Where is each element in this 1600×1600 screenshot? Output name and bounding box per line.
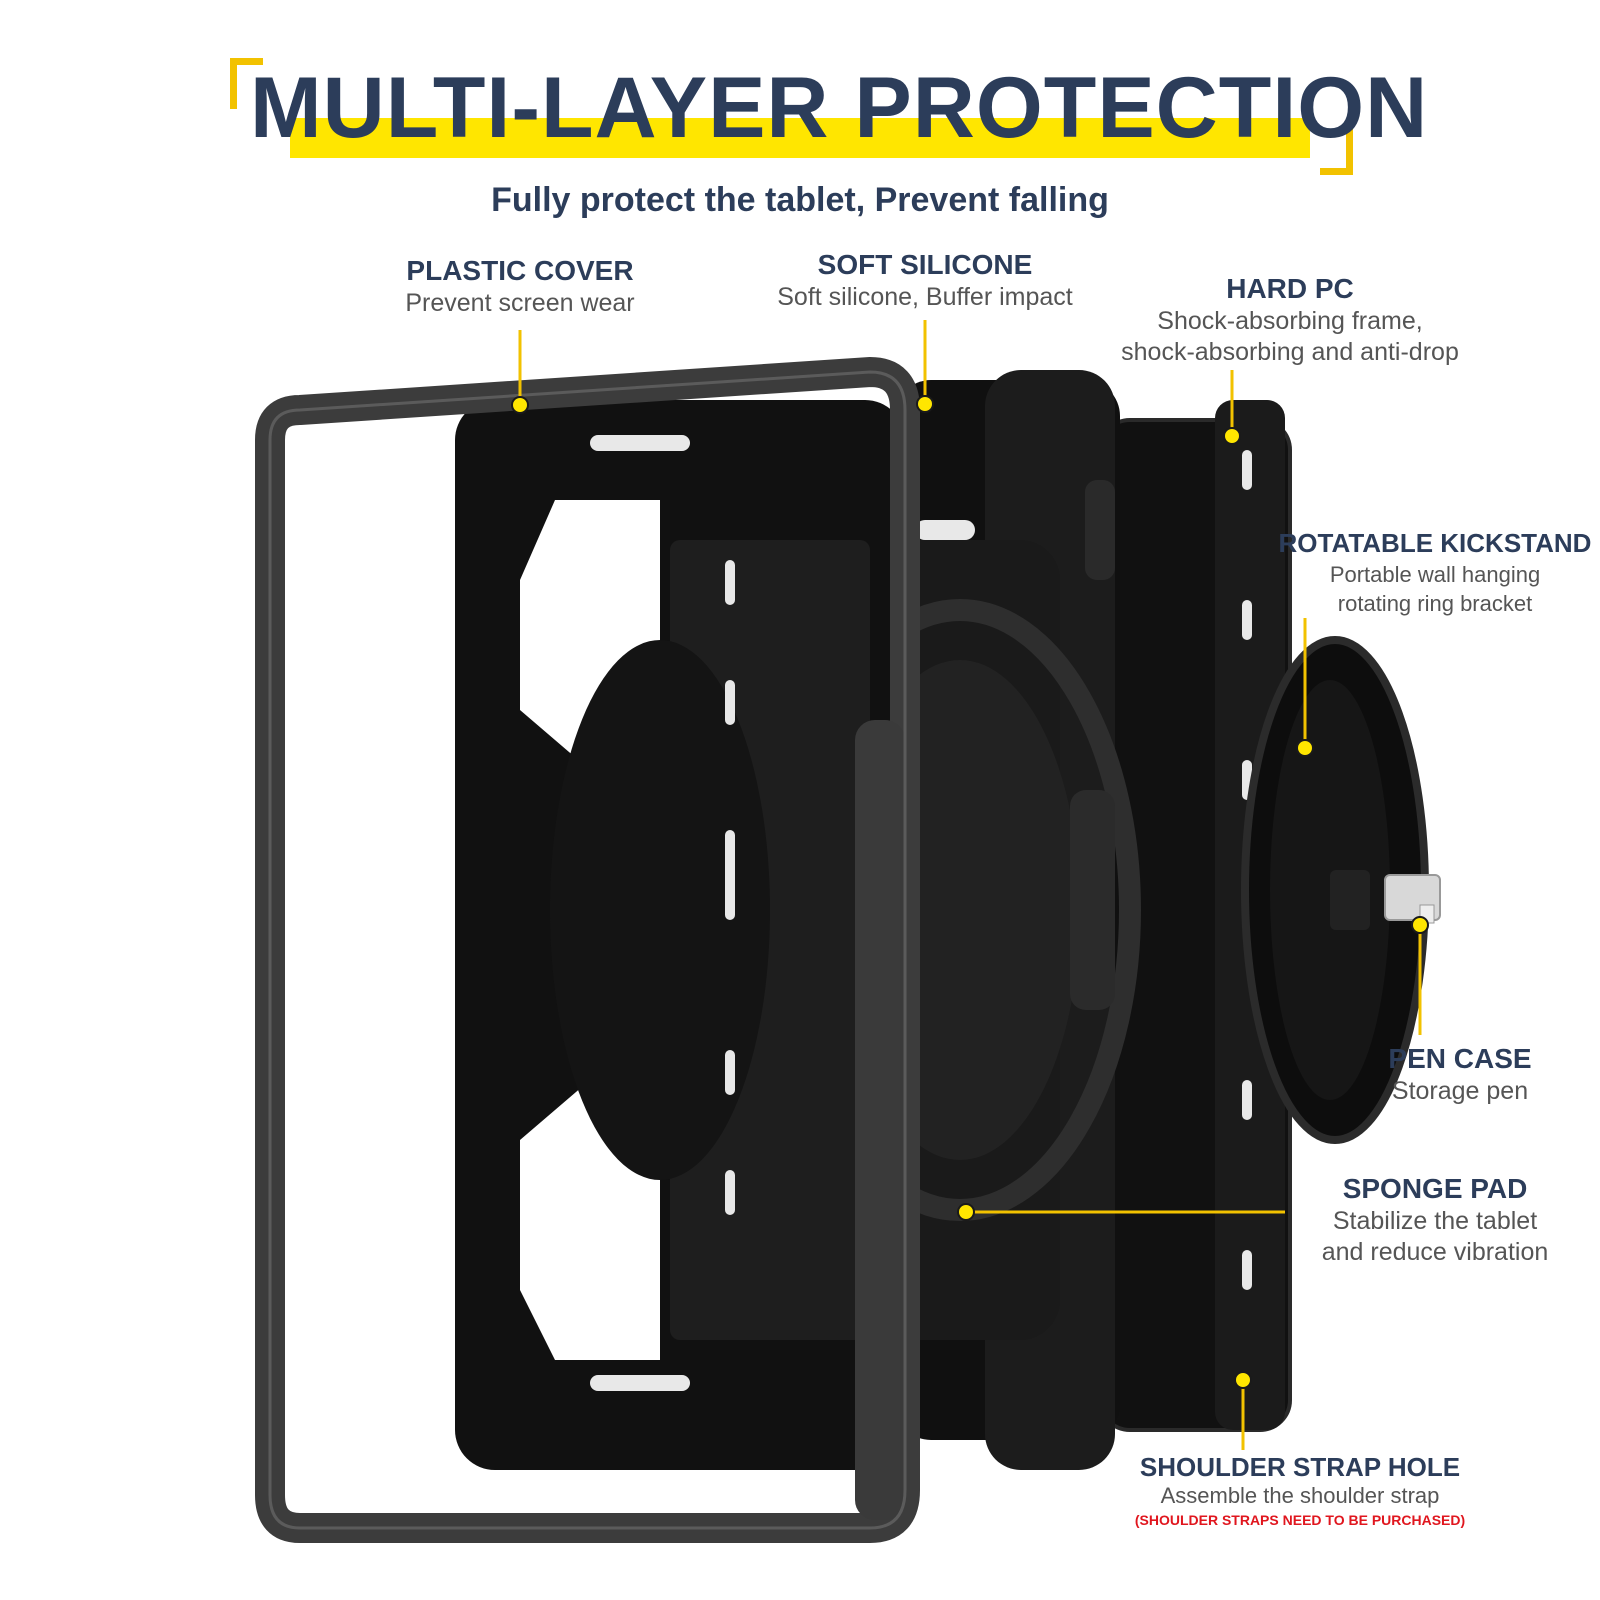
callout-desc: Soft silicone, Buffer impact [777, 283, 1073, 311]
callout-title: PEN CASE [1388, 1043, 1532, 1074]
callout-desc-line: Stabilize the tablet [1332, 1207, 1538, 1235]
callout-plastic-cover: PLASTIC COVER Prevent screen wear [370, 254, 670, 319]
title-highlight-bar [290, 118, 1310, 158]
callout-desc-line: shock-absorbing and anti-drop [1121, 338, 1459, 366]
plastic-cover-frame [255, 356, 920, 1543]
callout-pen-case: PEN CASE Storage pen [1360, 1042, 1560, 1107]
callout-title: SHOULDER STRAP HOLE [1139, 1452, 1461, 1482]
callout-title: SPONGE PAD [1342, 1173, 1528, 1204]
page-subtitle: Fully protect the tablet, Prevent fallin… [491, 181, 1109, 219]
callout-desc: Prevent screen wear [405, 289, 635, 317]
title-bracket-left [230, 58, 263, 109]
callout-note: (SHOULDER STRAPS NEED TO BE PURCHASED) [1134, 1512, 1466, 1528]
callout-hard-pc: HARD PC Shock-absorbing frame, shock-abs… [1100, 272, 1480, 368]
callout-sponge-pad: SPONGE PAD Stabilize the tablet and redu… [1290, 1172, 1580, 1268]
callout-desc-line: and reduce vibration [1321, 1238, 1549, 1266]
inner-frame [455, 400, 905, 1470]
callout-title: PLASTIC COVER [406, 255, 634, 286]
callout-desc-line: Portable wall hanging [1329, 562, 1541, 587]
callout-leaders [518, 320, 1422, 1450]
callout-title: ROTATABLE KICKSTAND [1278, 528, 1592, 558]
callout-shoulder-strap: SHOULDER STRAP HOLE Assemble the shoulde… [1120, 1452, 1480, 1530]
callout-kickstand: ROTATABLE KICKSTAND Portable wall hangin… [1275, 526, 1595, 618]
callout-desc: Storage pen [1391, 1077, 1529, 1105]
callout-desc-line: rotating ring bracket [1337, 591, 1533, 616]
title-bracket-right [1320, 124, 1353, 175]
kickstand-ring-icon [1241, 636, 1429, 1144]
callout-title: SOFT SILICONE [817, 249, 1033, 280]
page-title: MULTI-LAYER PROTECTION [250, 60, 1429, 156]
callout-soft-silicone: SOFT SILICONE Soft silicone, Buffer impa… [760, 248, 1090, 313]
pen-holder-icon [1384, 874, 1441, 924]
callout-dot-icon [511, 395, 1429, 1389]
callout-desc: Assemble the shoulder strap [1160, 1483, 1440, 1508]
callout-desc-line: Shock-absorbing frame, [1157, 307, 1423, 335]
callout-title: HARD PC [1226, 273, 1354, 304]
